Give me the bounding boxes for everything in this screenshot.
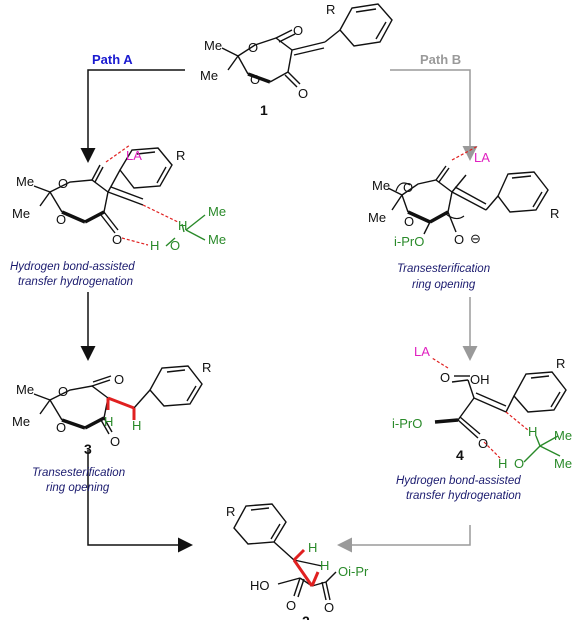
oxygen-label: O [286, 598, 296, 613]
oxygen-label: O [114, 372, 124, 387]
compound-1-number: 1 [260, 102, 268, 118]
methyl-label: Me [368, 210, 386, 225]
hydrogen-label: H [104, 414, 113, 429]
new-bond [292, 559, 314, 587]
oxygen-label: O [404, 214, 414, 229]
compound-3-number: 3 [84, 441, 92, 457]
intermediate-b [387, 165, 549, 235]
r-group-label: R [326, 2, 335, 17]
isopropoxy-label: i-PrO [392, 416, 422, 431]
compound-2 [233, 503, 337, 601]
caption-hb-line1: Hydrogen bond-assisted [396, 475, 521, 487]
oxygen-label: O [514, 456, 524, 471]
methyl-label: Me [16, 174, 34, 189]
path-b-label: Path B [420, 52, 461, 67]
h-bond [483, 441, 501, 459]
r-group-label: R [556, 356, 565, 371]
methyl-label: Me [16, 382, 34, 397]
caption-tr-line2: ring opening [46, 482, 110, 494]
oxygen-label: O [454, 232, 464, 247]
new-bond [310, 571, 320, 587]
lewis-acid-label: LA [414, 344, 430, 359]
methyl-label: Me [208, 204, 226, 219]
negative-charge: ⊖ [470, 231, 481, 246]
oxygen-label: O [56, 212, 66, 227]
oxygen-label: O [478, 436, 488, 451]
compound-2-number: 2 [302, 613, 310, 620]
oxygen-label: O [250, 72, 260, 87]
compound-4 [434, 371, 567, 439]
oxygen-label: O [110, 434, 120, 449]
oxygen-label: O [293, 23, 303, 38]
r-group-label: R [226, 504, 235, 519]
methyl-label: Me [12, 414, 30, 429]
oxygen-label: O [298, 86, 308, 101]
oxygen-label: O [58, 384, 68, 399]
methyl-label: Me [372, 178, 390, 193]
r-group-label: R [176, 148, 185, 163]
compound-1 [221, 3, 393, 88]
r-group-label: R [202, 360, 211, 375]
hydrogen-label: H [320, 558, 329, 573]
methyl-label: Me [554, 456, 572, 471]
oxygen-label: O [440, 370, 450, 385]
isopropanol-b [523, 435, 561, 463]
methyl-label: Me [200, 68, 218, 83]
h-interaction [505, 411, 529, 431]
lewis-acid-label: LA [126, 148, 142, 163]
caption-hb-line2: transfer hydrogenation [18, 276, 133, 288]
lewis-acid-label: LA [474, 150, 490, 165]
curved-arrow [445, 213, 465, 220]
r-group-label: R [550, 206, 559, 221]
oxygen-label: O [324, 600, 334, 615]
hydrogen-label: H [498, 456, 507, 471]
caption-tr-line1: Transesterification [32, 467, 125, 479]
hydrogen-label: H [308, 540, 317, 555]
hydrogen-label: H [150, 238, 159, 253]
caption-tr-line1: Transesterification [397, 263, 490, 275]
la-interaction [431, 357, 449, 369]
compound-4-number: 4 [456, 447, 464, 463]
path-a-arrow [80, 69, 185, 163]
isopropyl-ester-label: Oi-Pr [338, 564, 369, 579]
oxygen-label: O [112, 232, 122, 247]
caption-tr-line2: ring opening [412, 279, 476, 291]
methyl-label: Me [208, 232, 226, 247]
oxygen-label: O [248, 40, 258, 55]
intermediate-a [33, 147, 173, 234]
h-interaction [142, 204, 179, 223]
oxygen-label: O [403, 180, 413, 195]
oxygen-label: O [56, 420, 66, 435]
arrow-4-to-2 [337, 525, 471, 553]
methyl-label: Me [204, 38, 222, 53]
isopropanol-a [165, 214, 206, 247]
hydroxyl-label: OH [470, 372, 490, 387]
curved-arrow [395, 182, 411, 192]
arrow-3-to-2 [87, 450, 193, 553]
path-a-label: Path A [92, 52, 133, 67]
bond [311, 581, 327, 587]
hydrogen-label: H [132, 418, 141, 433]
isopropoxy-label: i-PrO [394, 234, 424, 249]
oxygen-label: O [58, 176, 68, 191]
methyl-label: Me [12, 206, 30, 221]
hydrogen-label: H [178, 218, 187, 233]
hydroxyl-label: HO [250, 578, 270, 593]
oxygen-label: O [170, 238, 180, 253]
hydrogen-label: H [528, 424, 537, 439]
caption-hb-line1: Hydrogen bond-assisted [10, 261, 135, 273]
methyl-label: Me [554, 428, 572, 443]
path-b-arrow [390, 69, 478, 161]
caption-hb-line2: transfer hydrogenation [406, 490, 521, 502]
new-bond [107, 396, 135, 410]
h-bond [121, 237, 149, 246]
new-bond [292, 548, 306, 562]
